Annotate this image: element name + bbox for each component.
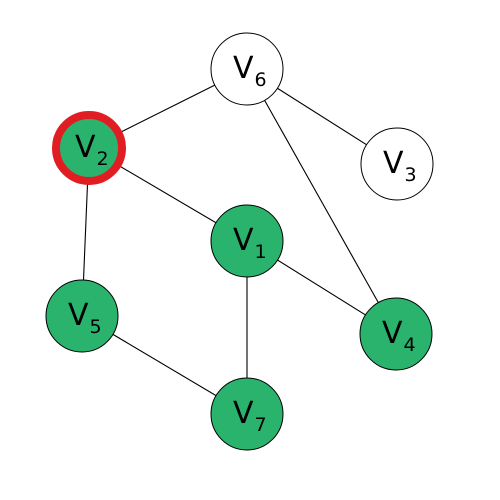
node-v5-letter: V — [68, 298, 89, 333]
node-v1-label: V1 — [233, 223, 267, 263]
node-v7-letter: V — [233, 396, 254, 431]
node-v5-circle — [45, 279, 119, 353]
node-v3-subscript: 3 — [405, 164, 417, 186]
node-v2-circle — [52, 111, 126, 185]
node-v2-label: V2 — [75, 130, 109, 170]
node-v6-label: V6 — [233, 51, 267, 91]
node-v4: V4 — [359, 297, 433, 371]
node-v3: V3 — [360, 127, 434, 201]
node-v4-circle — [359, 297, 433, 371]
node-v4-letter: V — [382, 316, 403, 351]
node-v4-label: V4 — [382, 316, 416, 356]
node-v1: V1 — [210, 204, 284, 278]
node-v5-label: V5 — [68, 298, 102, 338]
node-v1-circle — [210, 204, 284, 278]
node-v3-letter: V — [383, 146, 404, 181]
node-v4-subscript: 4 — [404, 334, 416, 356]
node-v5: V5 — [45, 279, 119, 353]
node-v2: V2 — [52, 111, 126, 185]
node-v7-label: V7 — [233, 396, 267, 436]
node-v6-circle — [210, 32, 284, 106]
node-v1-subscript: 1 — [255, 241, 267, 263]
node-v7: V7 — [210, 377, 284, 451]
node-v2-subscript: 2 — [97, 148, 109, 170]
node-v5-subscript: 5 — [90, 316, 102, 338]
node-v1-letter: V — [233, 223, 254, 258]
node-v6-letter: V — [233, 51, 254, 86]
node-v2-letter: V — [75, 130, 96, 165]
node-v3-label: V3 — [383, 146, 417, 186]
node-v7-circle — [210, 377, 284, 451]
node-v7-subscript: 7 — [255, 414, 267, 436]
node-v6: V6 — [210, 32, 284, 106]
node-v6-subscript: 6 — [255, 69, 267, 91]
edge-v6-v4 — [246, 68, 397, 335]
node-v3-circle — [360, 127, 434, 201]
